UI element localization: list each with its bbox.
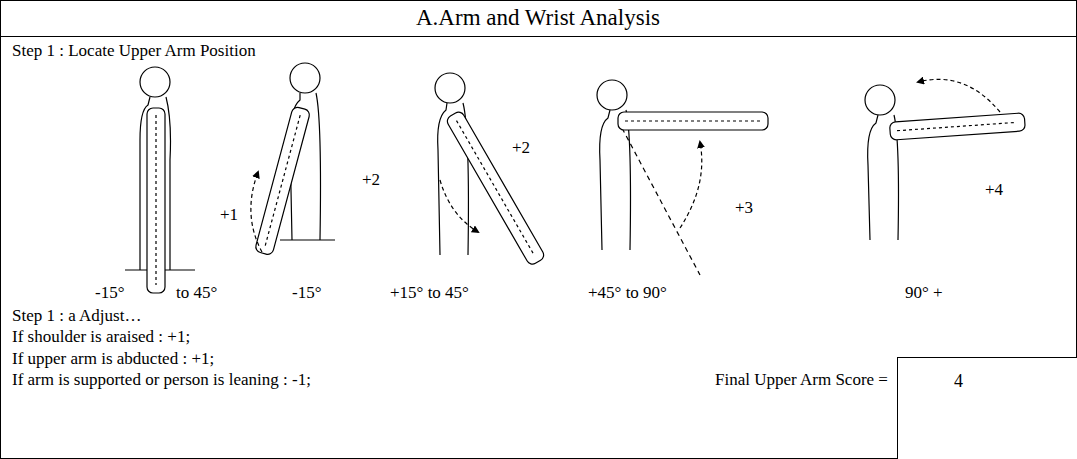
score-value: +2 [362, 170, 380, 190]
score-value: +4 [985, 180, 1003, 200]
figure-neutral [125, 67, 195, 293]
adjust-rule: If upper arm is abducted : +1; [12, 349, 214, 369]
figure-extension [251, 63, 335, 256]
score-value: +2 [512, 138, 530, 158]
score-number: 4 [954, 371, 963, 391]
angle-label: +45° to 90° [588, 283, 667, 303]
figure-flexion-high [865, 79, 1025, 240]
angle-label: 90° + [905, 283, 943, 303]
step-heading: Step 1 : a Adjust… [12, 306, 141, 326]
score-box: 4 [897, 357, 1077, 459]
score-caption: Final Upper Arm Score = [715, 370, 888, 390]
figure-flexion-low [435, 73, 546, 266]
angle-label: -15° [292, 283, 321, 303]
step-heading: Step 1 : Locate Upper Arm Position [12, 41, 256, 61]
angle-label: +15° to 45° [390, 283, 469, 303]
angle-label: -15° [95, 283, 124, 303]
adjust-rule: If arm is supported or person is leaning… [12, 370, 311, 390]
score-value: +3 [735, 198, 753, 218]
angle-label: to 45° [176, 283, 217, 303]
figure-flexion-mid [597, 80, 768, 275]
score-value: +1 [220, 205, 238, 225]
adjust-rule: If shoulder is araised : +1; [12, 327, 190, 347]
diagram-title: A.Arm and Wrist Analysis [416, 5, 660, 31]
